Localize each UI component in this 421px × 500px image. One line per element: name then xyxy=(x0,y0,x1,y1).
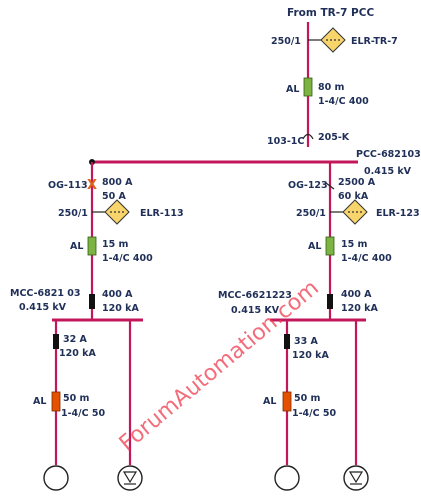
mcc-left-branch-breaker-icon xyxy=(53,334,59,349)
watermark: ForumAutomation.com xyxy=(115,276,324,457)
source-title: From TR-7 PCC xyxy=(287,7,374,19)
incomer-cable-spec: 1-4/C 400 xyxy=(318,96,369,107)
mcc-right-motor-icon[interactable] xyxy=(274,465,300,491)
mcc-left-branch-cable-type: AL xyxy=(33,396,46,407)
feeder-right-id: OG-123 xyxy=(288,180,328,191)
feeder-left-cable-type: AL xyxy=(70,241,83,252)
mcc-left-lighting-icon[interactable] xyxy=(117,465,143,491)
feeder-right-rating: 2500 A xyxy=(338,177,376,188)
incomer-cable-length: 80 m xyxy=(318,82,345,93)
mcc-right-incomer-rating: 400 A xyxy=(341,289,372,300)
feeder-left-relay-label: ELR-113 xyxy=(140,208,184,219)
feeder-left-cable-length: 15 m xyxy=(102,239,129,250)
incomer-switch-id: 205-K xyxy=(318,132,350,143)
incomer-cable-icon xyxy=(303,77,313,97)
feeder-left-id: OG-113 xyxy=(48,180,88,191)
incomer-breaker-id: 103-1C xyxy=(267,136,304,147)
feeder-left-fault: 50 A xyxy=(102,191,127,202)
mcc-left-voltage: 0.415 kV xyxy=(19,302,67,313)
feeder-left-cable-spec: 1-4/C 400 xyxy=(102,253,153,264)
mcc-left-name: MCC-6821 03 xyxy=(10,288,81,299)
feeder-right-relay-label: ELR-123 xyxy=(376,208,420,219)
feeder-left-cable-icon xyxy=(87,236,97,256)
feeder-right-cable-icon xyxy=(325,236,335,256)
feeder-right-cable-type: AL xyxy=(308,241,321,252)
incomer-relay-label: ELR-TR-7 xyxy=(351,36,398,47)
mcc-right-lighting-icon[interactable] xyxy=(343,465,369,491)
mcc-right-branch-cable-length: 50 m xyxy=(294,393,321,404)
mcc-right-branch-cable-type: AL xyxy=(263,396,276,407)
incomer-ct-ratio: 250/1 xyxy=(271,36,301,47)
incomer-breaker-icon xyxy=(302,133,314,140)
feeder-right-fault: 60 kA xyxy=(338,191,369,202)
mcc-right-name: MCC-6621223 xyxy=(218,290,292,301)
feeder-right-relay-icon[interactable] xyxy=(342,199,368,225)
mcc-right-branch-cable-spec: 1-4/C 50 xyxy=(292,408,337,419)
mcc-right-branch-cable-icon xyxy=(282,391,292,412)
feeder-right-cable-length: 15 m xyxy=(341,239,368,250)
mcc-left-branch-rating: 32 A xyxy=(63,334,88,345)
mcc-left-incomer-breaking: 120 kA xyxy=(102,303,139,314)
mcc-left-incomer-breaker-icon xyxy=(89,294,95,309)
mcc-right-incomer-breaker-icon xyxy=(327,294,333,309)
mcc-left-branch-breaking: 120 kA xyxy=(59,348,96,359)
feeder-left-relay-icon[interactable] xyxy=(104,199,130,225)
mcc-right-branch-breaking: 120 kA xyxy=(292,350,329,361)
mcc-right-voltage: 0.415 KV xyxy=(231,305,280,316)
mcc-left-branch-cable-length: 50 m xyxy=(63,393,90,404)
incomer-relay-icon[interactable] xyxy=(320,27,346,53)
mcc-right-incomer-breaking: 120 kA xyxy=(341,303,378,314)
feeder-right-breaker-icon xyxy=(325,182,335,190)
incomer-cable-type: AL xyxy=(286,84,299,95)
mcc-left-motor-icon[interactable] xyxy=(43,465,69,491)
pcc-name: PCC-682103 xyxy=(356,149,421,160)
mcc-right-branch-breaker-icon xyxy=(284,334,290,349)
mcc-left-branch-cable-icon xyxy=(51,391,61,412)
feeder-right-ct-ratio: 250/1 xyxy=(296,208,326,219)
feeder-right-cable-spec: 1-4/C 400 xyxy=(341,253,392,264)
mcc-right-branch-rating: 33 A xyxy=(294,336,319,347)
trip-x-icon: X xyxy=(87,178,97,193)
mcc-left-branch-cable-spec: 1-4/C 50 xyxy=(61,408,106,419)
pcc-voltage: 0.415 kV xyxy=(364,166,412,177)
mcc-left-incomer-rating: 400 A xyxy=(102,289,133,300)
feeder-left-rating: 800 A xyxy=(102,177,133,188)
feeder-left-ct-ratio: 250/1 xyxy=(58,208,88,219)
